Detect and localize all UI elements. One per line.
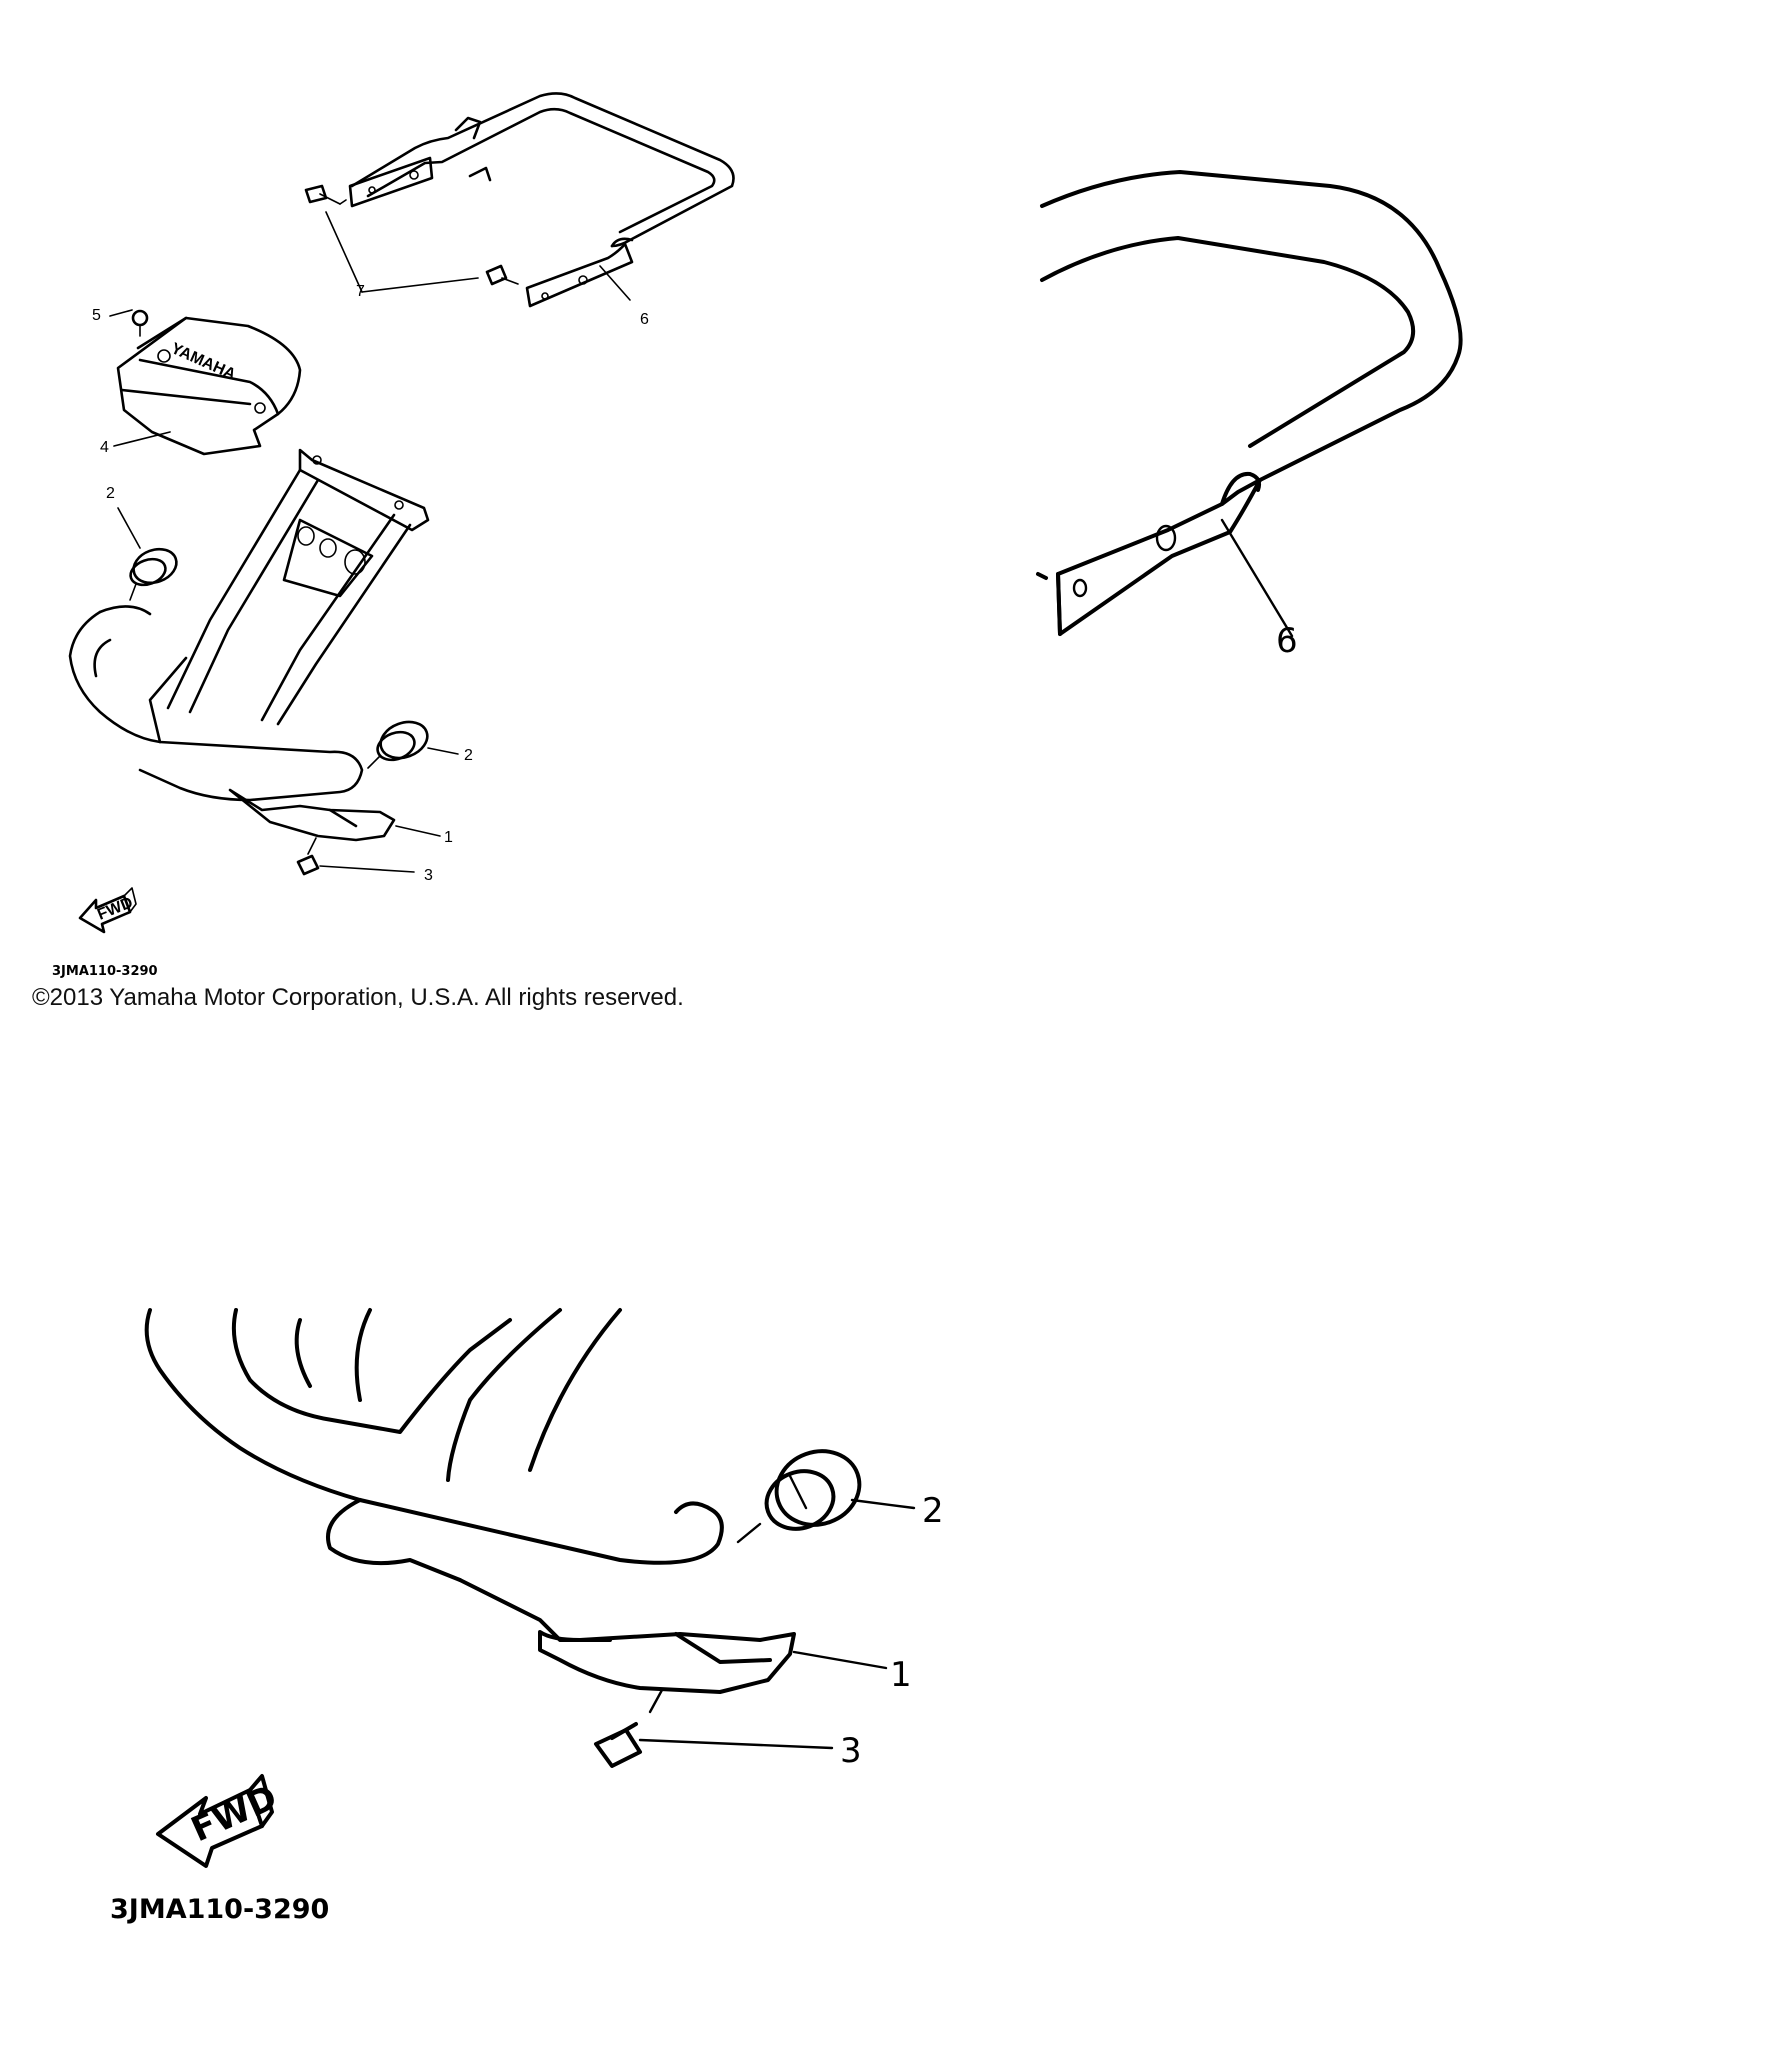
emblem-cover-part-4: YAMAHA (116, 316, 302, 456)
leader-1 (395, 825, 441, 837)
front-bumper-frame (68, 448, 430, 842)
callout-4: 4 (100, 439, 109, 456)
callout-6-detail: 6 (1276, 621, 1298, 661)
bolt-part-3 (296, 837, 415, 876)
part-code-small: 3JMA110-3290 (52, 964, 158, 979)
callout-3-detail: 3 (840, 1731, 862, 1771)
callout-6: 6 (640, 311, 649, 328)
screw-part-5 (109, 309, 149, 337)
handle-bar-part-6 (348, 92, 735, 308)
grommet-part-2-detail (736, 1449, 916, 1544)
callout-2-lower: 2 (464, 747, 473, 764)
part-code-large: 3JMA110-3290 (110, 1894, 329, 1925)
callout-1: 1 (444, 829, 453, 846)
leader-7a (325, 211, 363, 293)
callout-5: 5 (92, 307, 101, 324)
bolt-part-7-right (485, 264, 519, 286)
grommet-part-2-lower (367, 720, 459, 769)
fwd-arrow-icon-small: FWD (78, 887, 137, 934)
callout-2-upper: 2 (106, 485, 115, 502)
detail-view-handle-bar: 6 (1036, 170, 1463, 661)
leader-1-detail (792, 1650, 888, 1670)
copyright-notice: ©2013 Yamaha Motor Corporation, U.S.A. A… (32, 984, 684, 1011)
grommet-part-2-upper (117, 507, 178, 601)
detail-view-lower-bumper: 2 1 3 FWD 3JMA110-3290 (110, 1308, 944, 1925)
leader-7b (361, 277, 479, 293)
callout-3: 3 (424, 867, 433, 884)
callout-1-detail: 1 (890, 1655, 912, 1695)
callout-7: 7 (356, 283, 365, 300)
bolt-part-7-left (304, 184, 347, 205)
leader-4 (113, 431, 171, 447)
main-exploded-view: YAMAHA (52, 92, 735, 979)
emblem-text: YAMAHA (168, 340, 238, 384)
leader-6 (599, 265, 631, 301)
fwd-arrow-icon-large: FWD (156, 1774, 283, 1868)
bolt-part-3-detail (594, 1688, 834, 1768)
callout-2-detail: 2 (922, 1491, 944, 1531)
leader-6-detail (1220, 518, 1294, 638)
